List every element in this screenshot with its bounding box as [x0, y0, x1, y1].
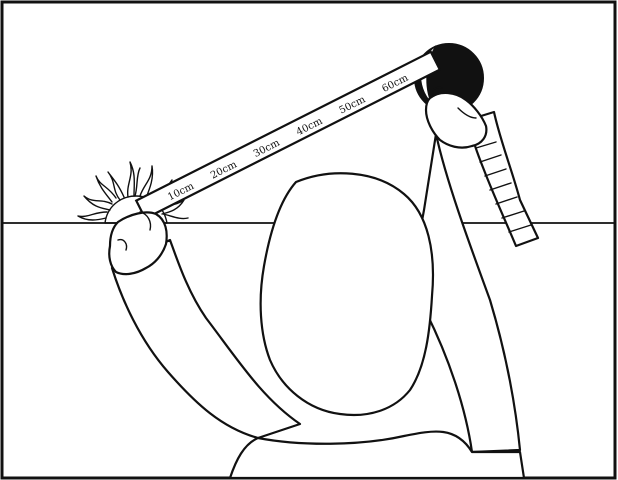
right-thumb — [432, 86, 443, 97]
tape-strip — [134, 50, 442, 220]
left-thumb — [139, 211, 152, 231]
right-finger-line — [457, 107, 477, 119]
shoulders — [228, 430, 526, 480]
left-knuckle — [117, 238, 128, 251]
left-arm — [110, 238, 302, 440]
left-hand — [108, 211, 168, 276]
tape-hanging-end — [466, 110, 540, 248]
right-hand — [424, 91, 488, 149]
measuring-tape: 10cm 20cm 30cm 40cm 50cm 60cm — [134, 50, 442, 220]
head-back — [259, 172, 435, 417]
